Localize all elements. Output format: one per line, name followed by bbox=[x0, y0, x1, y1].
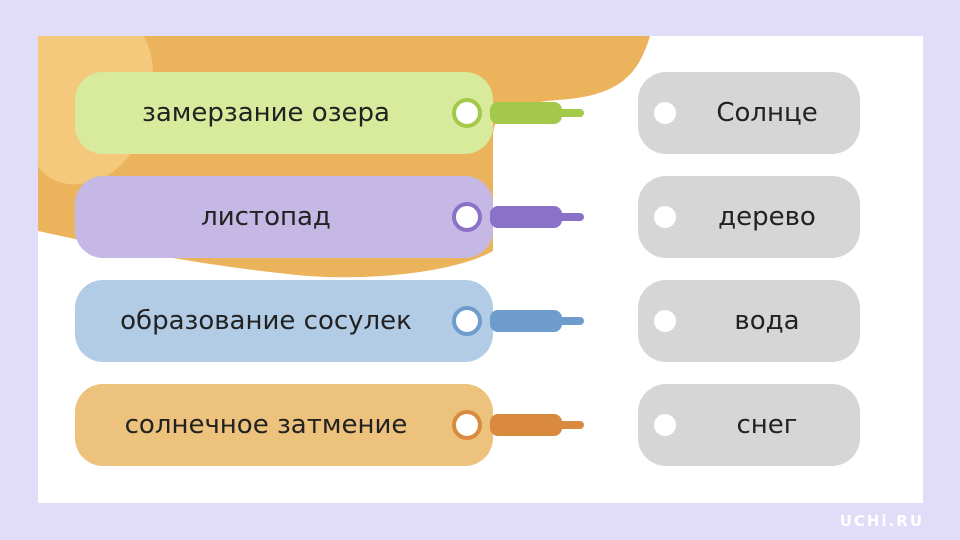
connector-socket[interactable] bbox=[654, 310, 676, 332]
right-item-tree[interactable]: дерево bbox=[638, 176, 860, 258]
left-item-label: солнечное затмение bbox=[124, 410, 408, 440]
connector-socket[interactable] bbox=[654, 414, 676, 436]
connector-plug-icon[interactable] bbox=[490, 100, 586, 126]
connector-dot[interactable] bbox=[452, 202, 482, 232]
right-item-label: Солнце bbox=[716, 98, 818, 128]
right-item-label: дерево bbox=[718, 202, 816, 232]
connector-plug-icon[interactable] bbox=[490, 308, 586, 334]
right-item-label: снег bbox=[736, 410, 798, 440]
connector-dot[interactable] bbox=[452, 98, 482, 128]
right-item-sun[interactable]: Солнце bbox=[638, 72, 860, 154]
connector-socket[interactable] bbox=[654, 206, 676, 228]
connector-plug-icon[interactable] bbox=[490, 412, 586, 438]
left-item-label: листопад bbox=[201, 202, 331, 232]
exercise-board: замерзание озера листопад образование со… bbox=[38, 36, 923, 503]
connector-plug-icon[interactable] bbox=[490, 204, 586, 230]
left-item-leaf-fall[interactable]: листопад bbox=[75, 176, 584, 258]
right-item-water[interactable]: вода bbox=[638, 280, 860, 362]
connector-dot[interactable] bbox=[452, 410, 482, 440]
left-item-freezing-lake[interactable]: замерзание озера bbox=[75, 72, 584, 154]
right-item-snow[interactable]: снег bbox=[638, 384, 860, 466]
left-item-solar-eclipse[interactable]: солнечное затмение bbox=[75, 384, 584, 466]
left-item-icicles[interactable]: образование сосулек bbox=[75, 280, 584, 362]
left-item-label: замерзание озера bbox=[142, 98, 390, 128]
connector-dot[interactable] bbox=[452, 306, 482, 336]
left-item-label: образование сосулек bbox=[120, 306, 412, 336]
uchi-logo: UCHi.RU bbox=[839, 512, 924, 530]
connector-socket[interactable] bbox=[654, 102, 676, 124]
right-item-label: вода bbox=[734, 306, 800, 336]
